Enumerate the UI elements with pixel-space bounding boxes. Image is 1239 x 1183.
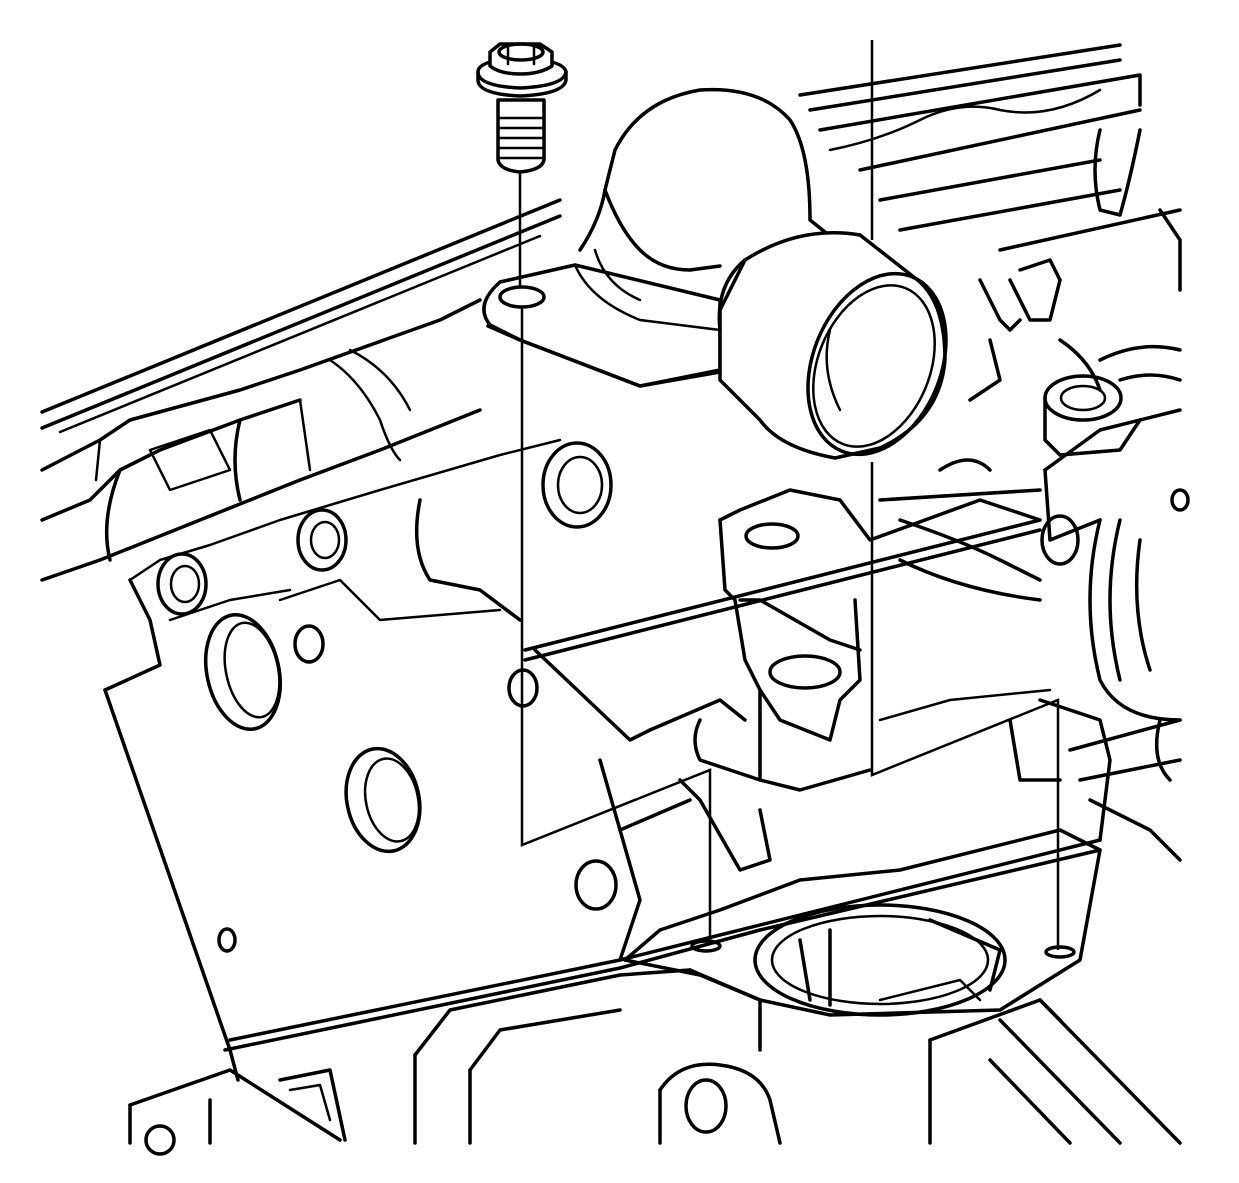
lower-housing [128, 968, 1182, 1156]
mounting-bolt [476, 42, 568, 174]
outlet-mounting-pad [618, 458, 1182, 872]
alignment-leader-lines [518, 40, 1060, 950]
engine-block [103, 438, 1102, 1082]
cylinder-head-left [40, 198, 562, 582]
thermostat-housing [623, 828, 1102, 1017]
intake-manifold-right [798, 43, 1190, 782]
water-outlet-housing [482, 87, 948, 460]
